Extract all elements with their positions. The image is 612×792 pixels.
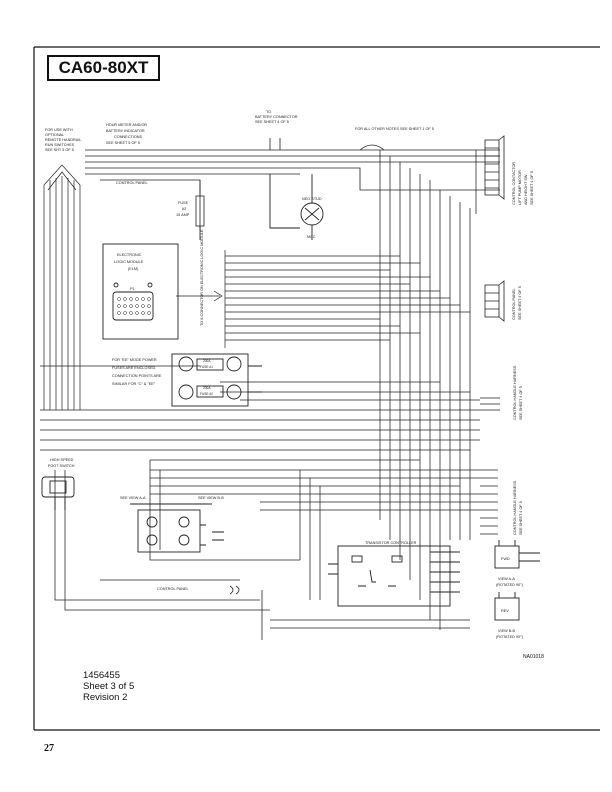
electronic-logic-module [102,243,179,340]
fuse-label-0: FUSE [178,201,189,205]
hour-meter-label-3: SEE SHEET 5 OF 5 [106,141,140,145]
rev-label: REV [501,609,509,613]
page-frame [33,46,600,731]
fuse-200a-1-label-0: 200A [203,359,211,363]
control-panel-label-2: CONTROL PANEL [157,587,189,591]
lift-pump-label-1: LIFT PUMP MOTOR [518,170,522,205]
ee-fuses-label-2: CONNECTION POINTS ARE [112,374,162,378]
control-panel-side-label-0: CONTROL PANEL [512,288,516,320]
lift-pump-label-0: CONTROL CONTACTOR [512,162,516,205]
power-fuse-panel [171,353,262,407]
control-handle-2-label-0: CONTROL HANDLE HARNESS [513,480,517,535]
ee-fuses-label-0: FOR "EE" MODE POWER [112,358,157,362]
view-bb-label-0: VIEW B-B [498,629,516,633]
fwd-label: FWD [501,557,510,561]
fuse-200a-2-label-0: 200A [203,386,211,390]
lift-pump-label-2: AND HEIGHT SW [524,174,528,205]
part-number: 1456455 [83,670,120,681]
lift-pump-label-3: SEE SHEET 4 OF 5 [530,171,534,205]
control-handle-label-0: CONTROL HANDLE HARNESS [513,365,517,420]
ee-fuses-label-3: SIMILAR FOR "C" & "EE" [112,382,156,386]
fuse-label-2: 15 AMP [176,213,190,217]
battery-connector-label-1: BATTERY CONNECTOR [255,115,298,119]
other-notes-label: FOR ALL OTHER NOTES SEE SHEET 1 OF 5 [355,127,434,131]
elm-wires [176,250,470,348]
diagram-labels: FOR USE WITH OPTIONAL REMOTE HANDRAIL RU… [45,110,534,639]
control-handle-label-1: SEE SHEET 4 OF 5 [519,386,523,420]
hour-meter-label-1: BATTERY INDICATOR [106,129,145,133]
hour-meter-label-0: HOUR METER AND/OR [106,123,147,127]
hour-meter-label-2: CONNECTIONS [114,135,143,139]
sheet-info: 1456455 Sheet 3 of 5 Revision 2 [83,670,134,703]
fuse-label-1: #2 [182,207,186,211]
remote-handle-label-2: REMOTE HANDRAIL [45,138,82,142]
transistor-controller [328,545,460,607]
right-connector-blocks [480,135,505,535]
control-panel-side-label-1: SEE SHEET 4 OF 5 [518,286,522,320]
fuse-200a-1-label-1: FUSE #1 [200,365,213,369]
remote-handle-label-4: SEE SHT 5 OF 5 [45,148,74,152]
view-aa-bb [494,540,540,621]
control-handle-2-label-1: SEE SHEET 4 OF 5 [519,501,523,535]
page-number: 27 [44,743,54,754]
elm-label-1: LOGIC MODULE [114,260,144,264]
view-aa-label-1: (ROTATED 90°) [496,583,524,587]
see-view-bb-label: SEE VIEW B-B [198,496,224,500]
view-bb-label-1: (ROTATED 90°) [496,635,524,639]
high-speed-label-0: HIGH SPEED [50,458,74,462]
see-view-aa-label: SEE VIEW A-A [120,496,146,500]
remote-handle-label-1: OPTIONAL [45,133,64,137]
to-elm-connector-label: TO 6-CONNECTOR ON ELECTRONIC LOGIC MODUL… [200,229,204,326]
neg-stud [269,174,324,240]
neg-stud-label: NEG STUD [302,197,322,201]
sheet-number: Sheet 3 of 5 [83,681,135,692]
fuse-15-amp [195,180,205,240]
direction-switch-plate [130,503,224,553]
revision: Revision 2 [83,692,128,703]
mcc-label: MCC [307,235,316,239]
elm-label-2: (ELM) [128,267,139,271]
lower-wires [40,365,480,629]
view-aa-label-0: VIEW A-A [498,577,515,581]
remote-handle-label-0: FOR USE WITH [45,128,73,132]
model-title: CA60-80XT [47,55,160,81]
bottom-splices [229,585,263,640]
elm-label-0: ELECTRONIC [117,253,142,257]
battery-connector-label-0: TO [266,110,271,114]
high-speed-foot-switch [41,476,75,510]
ee-fuses-label-1: FUSES ARE ENCLOSED. [112,366,156,370]
vertical-trunk [379,150,477,630]
battery-connector-label-2: SEE SHEET 4 OF 5 [255,120,289,124]
control-panel-label: CONTROL PANEL [116,181,148,185]
p1-label: P1 [130,287,135,291]
remote-handle-label-3: RUN SWITCHES [45,143,75,147]
remote-harness-strip [43,164,81,410]
transistor-controller-label: TRANSISTOR CONTROLLER [365,541,417,545]
high-speed-label-1: FOOT SWITCH [48,464,75,468]
fuse-200a-2-label-1: FUSE #2 [200,392,213,396]
drawing-number: NA01018 [523,654,544,660]
